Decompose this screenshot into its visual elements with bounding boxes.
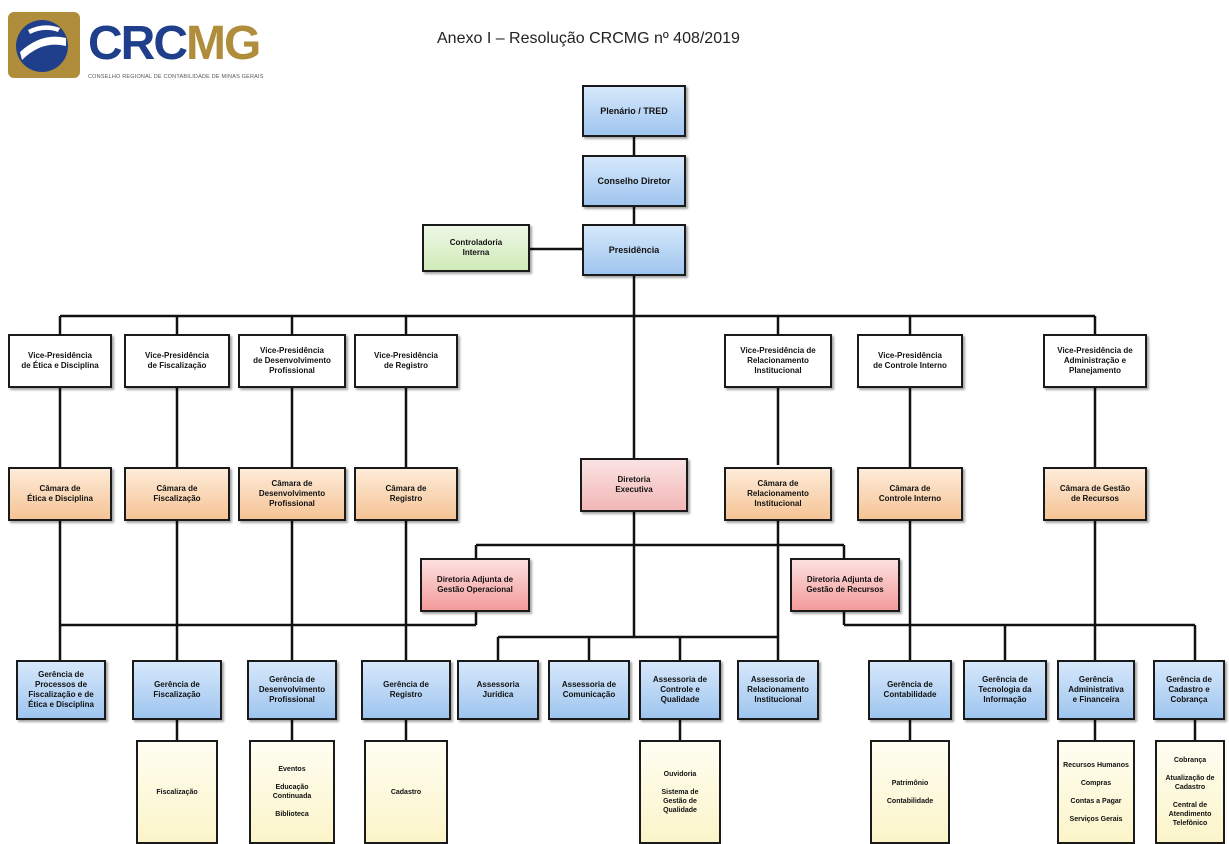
node-gerencia-desenvolvimento: Gerência de Desenvolvimento Profissional [247, 660, 337, 720]
node-plenario: Plenário / TRED [582, 85, 686, 137]
node-camara-desenvolvimento: Câmara de Desenvolvimento Profissional [238, 467, 346, 521]
node-camara-etica: Câmara de Ética e Disciplina [8, 467, 112, 521]
node-presidencia: Presidência [582, 224, 686, 276]
node-gerencia-administrativa: Gerência Administrativa e Financeira [1057, 660, 1135, 720]
node-vp-relacionamento: Vice-Presidência de Relacionamento Insti… [724, 334, 832, 388]
node-camara-controle: Câmara de Controle Interno [857, 467, 963, 521]
node-vp-administracao: Vice-Presidência de Administração e Plan… [1043, 334, 1147, 388]
node-diretoria-executiva: Diretoria Executiva [580, 458, 688, 512]
node-assessoria-controle: Assessoria de Controle e Qualidade [639, 660, 721, 720]
document-title: Anexo I – Resolução CRCMG nº 408/2019 [437, 30, 740, 47]
node-camara-relacionamento: Câmara de Relacionamento Institucional [724, 467, 832, 521]
crcmg-emblem-icon [8, 12, 80, 78]
node-gerencia-contabilidade: Gerência de Contabilidade [868, 660, 952, 720]
node-gerencia-cadastro: Gerência de Cadastro e Cobrança [1153, 660, 1225, 720]
node-sub-cadastro: Cobrança Atualização de Cadastro Central… [1155, 740, 1225, 844]
node-camara-registro: Câmara de Registro [354, 467, 458, 521]
node-vp-registro: Vice-Presidência de Registro [354, 334, 458, 388]
node-gerencia-registro: Gerência de Registro [361, 660, 451, 720]
node-camara-fiscalizacao: Câmara de Fiscalização [124, 467, 230, 521]
node-vp-desenvolvimento: Vice-Presidência de Desenvolvimento Prof… [238, 334, 346, 388]
node-assessoria-juridica: Assessoria Jurídica [457, 660, 539, 720]
node-sub-administrativa: Recursos Humanos Compras Contas a Pagar … [1057, 740, 1135, 844]
logo-text-crc: CRC [88, 17, 188, 70]
node-gerencia-processos: Gerência de Processos de Fiscalização e … [16, 660, 106, 720]
node-diretoria-adjunta-recursos: Diretoria Adjunta de Gestão de Recursos [790, 558, 900, 612]
node-sub-desenvolvimento: Eventos Educação Continuada Biblioteca [249, 740, 335, 844]
crcmg-logo: CRCMG CONSELHO REGIONAL DE CONTABILIDADE… [8, 12, 270, 94]
node-sub-fiscalizacao: Fiscalização [136, 740, 218, 844]
node-controladoria-interna: Controladoria Interna [422, 224, 530, 272]
node-sub-contabilidade: Patrimônio Contabilidade [870, 740, 950, 844]
node-gerencia-ti: Gerência de Tecnologia da Informação [963, 660, 1047, 720]
node-camara-recursos: Câmara de Gestão de Recursos [1043, 467, 1147, 521]
node-assessoria-relacionamento: Assessoria de Relacionamento Institucion… [737, 660, 819, 720]
node-gerencia-fiscalizacao: Gerência de Fiscalização [132, 660, 222, 720]
node-conselho-diretor: Conselho Diretor [582, 155, 686, 207]
logo-text-mg: MG [186, 17, 261, 70]
node-vp-etica: Vice-Presidência de Ética e Disciplina [8, 334, 112, 388]
node-diretoria-adjunta-operacional: Diretoria Adjunta de Gestão Operacional [420, 558, 530, 612]
node-vp-fiscalizacao: Vice-Presidência de Fiscalização [124, 334, 230, 388]
node-sub-registro: Cadastro [364, 740, 448, 844]
logo-subtitle: CONSELHO REGIONAL DE CONTABILIDADE DE MI… [88, 74, 264, 80]
logo-wordmark: CRCMG [88, 17, 261, 70]
node-assessoria-comunicacao: Assessoria de Comunicação [548, 660, 630, 720]
node-vp-controle: Vice-Presidência de Controle Interno [857, 334, 963, 388]
node-sub-controle: Ouvidoria Sistema de Gestão de Qualidade [639, 740, 721, 844]
